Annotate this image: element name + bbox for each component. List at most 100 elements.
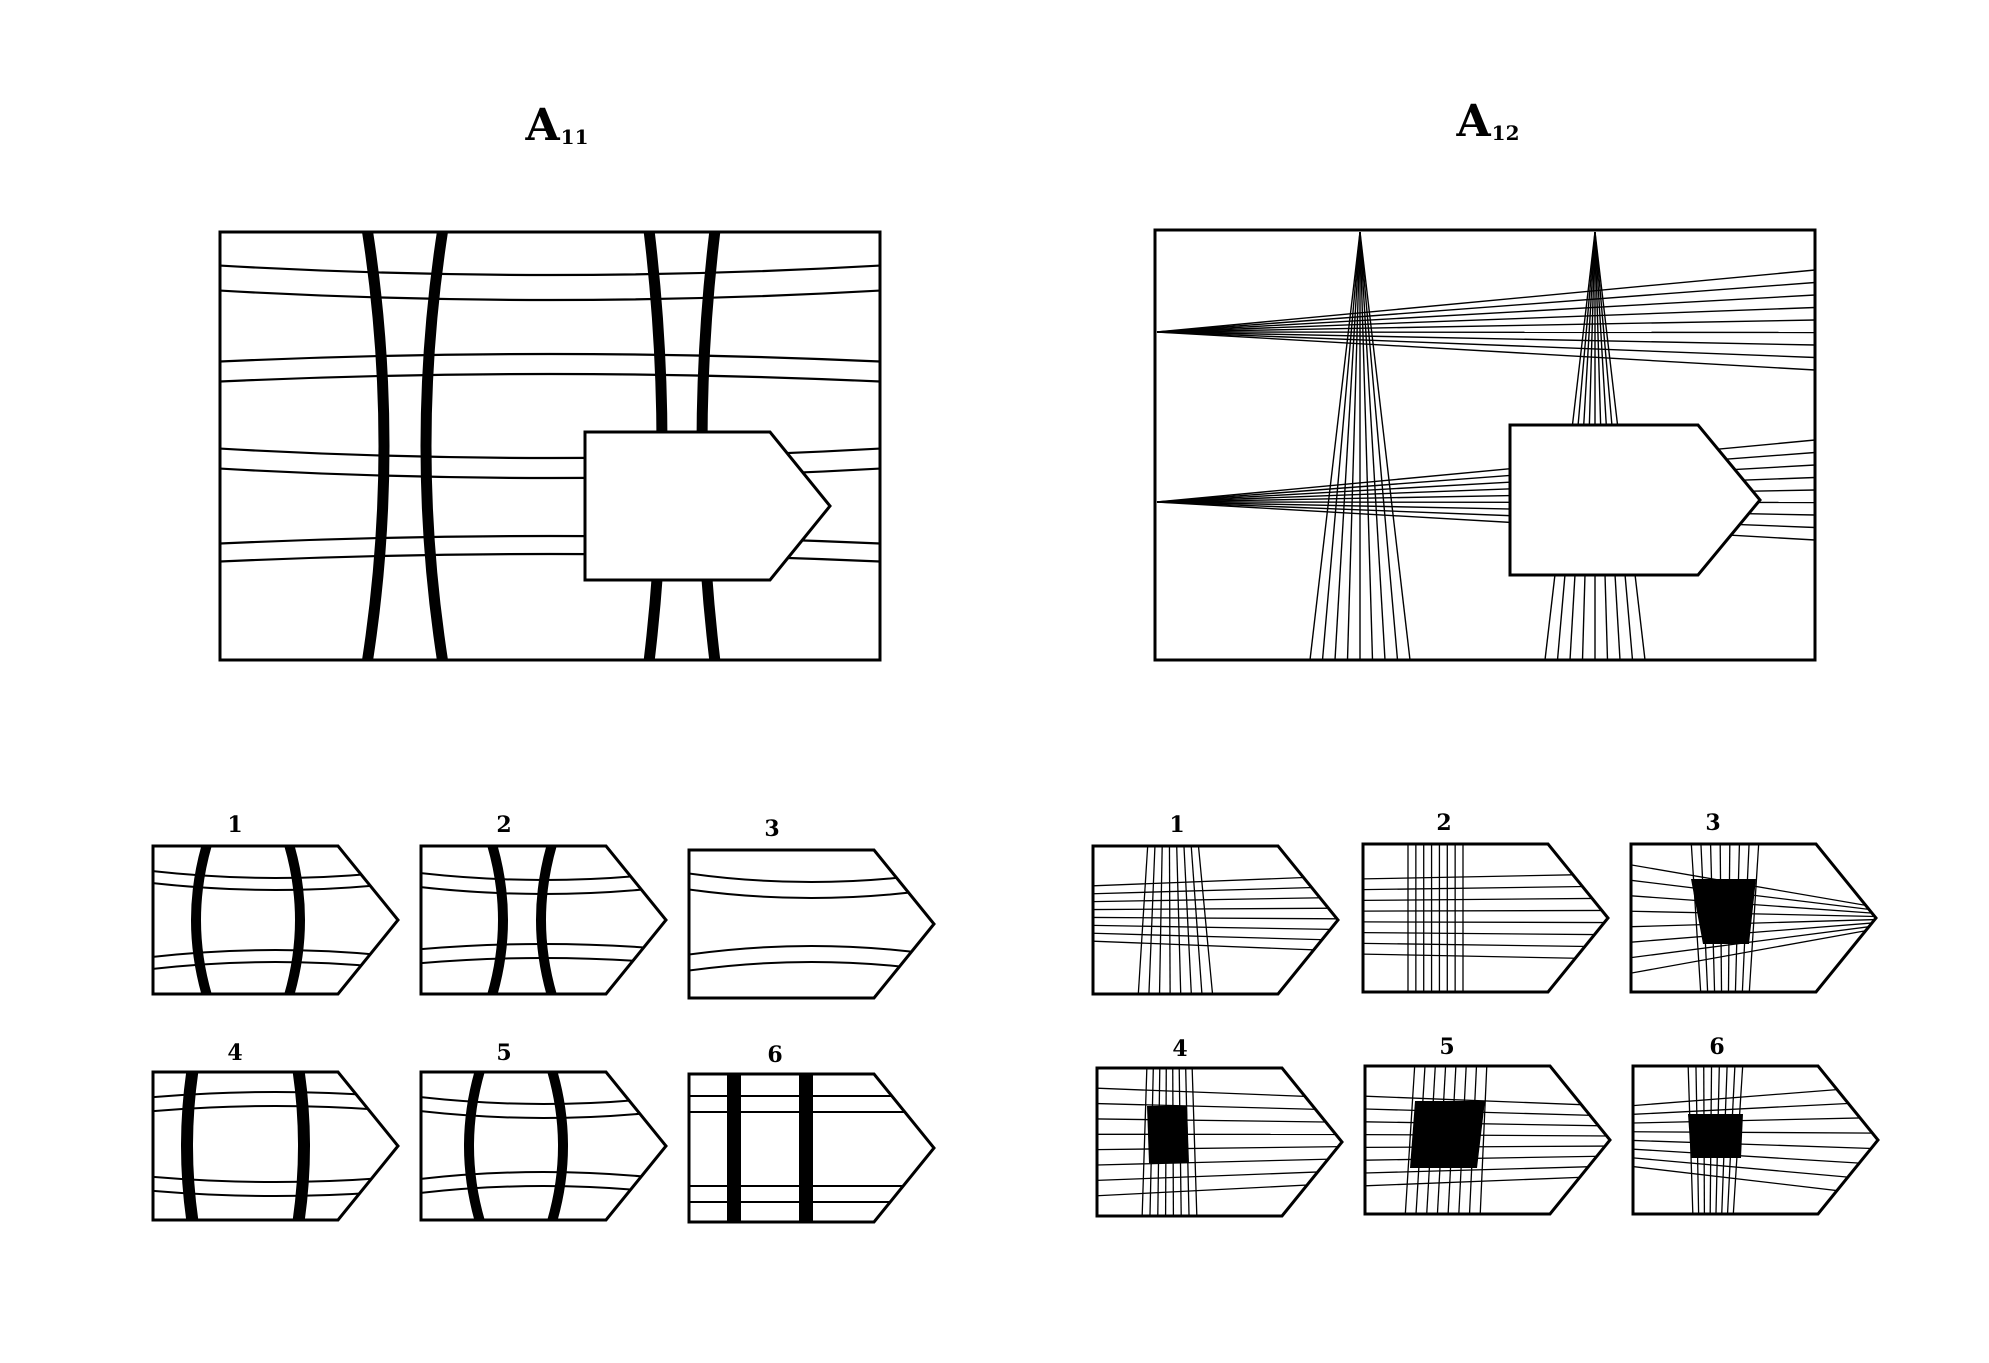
a11-option-1-label: 1 (227, 812, 243, 838)
a12-fan-ray (1359, 231, 1411, 660)
option-ray (1197, 846, 1214, 994)
option-ray (1093, 916, 1338, 920)
option-thick-band (546, 1072, 568, 1220)
option-thin-line (689, 945, 934, 957)
a12-option-6-label: 6 (1709, 1034, 1725, 1060)
a12-fan-ray (1359, 231, 1386, 660)
option-ray (1748, 844, 1760, 992)
option-thick-band (536, 846, 558, 994)
option-ray (1093, 924, 1338, 931)
a11-main-thin-line (220, 263, 880, 277)
option-ray (1097, 1118, 1342, 1123)
option-thin-line (421, 1185, 666, 1195)
a12-fan-ray (1156, 294, 1815, 333)
option-ray (1365, 1175, 1610, 1187)
a11-option-3-outline (687, 848, 936, 1000)
option-ray (1363, 931, 1608, 936)
option-ray (1363, 897, 1608, 902)
option-thin-line (153, 1189, 398, 1197)
option-thick-band (799, 1074, 813, 1222)
a11-option-2-pattern (421, 846, 666, 994)
a12-option-1-pattern (1093, 846, 1338, 994)
option-ray (1097, 1145, 1342, 1151)
a12-fan-ray (1156, 331, 1815, 346)
option-ray (1093, 932, 1338, 941)
a11-option-1-pattern (153, 846, 398, 994)
option-ray (1363, 885, 1608, 891)
a12-option-2-label: 2 (1436, 810, 1452, 836)
a11-option-4-outline (151, 1070, 400, 1222)
option-dark-block (1410, 1101, 1485, 1168)
a12-option-6-pattern (1633, 1066, 1878, 1214)
option-ray (1633, 1131, 1878, 1134)
option-ray (1365, 1155, 1610, 1161)
a12-option-1-outline (1091, 844, 1340, 996)
a12-option-3-outline (1629, 842, 1878, 994)
option-ray (1190, 846, 1203, 994)
option-thin-line (153, 1091, 398, 1099)
option-thick-band (191, 846, 213, 994)
a12-fan-ray (1321, 231, 1361, 660)
a12-fan-ray (1156, 269, 1815, 333)
a11-option-5-outline (419, 1070, 668, 1222)
option-ray (1363, 942, 1608, 948)
a11-main-thin-line (220, 352, 880, 364)
option-ray (1633, 1101, 1878, 1116)
a12-fan-ray (1309, 231, 1361, 660)
a11-option-2-label: 2 (496, 812, 512, 838)
option-ray (1365, 1108, 1610, 1117)
option-ray (1631, 927, 1876, 975)
option-ray (1093, 875, 1338, 887)
problem-a11-title: A11 (525, 100, 589, 151)
a12-option-5-outline (1363, 1064, 1612, 1216)
a11-main-frame (218, 230, 882, 662)
a12-option-5-pattern (1365, 1066, 1610, 1214)
option-thin-line (689, 871, 934, 883)
option-dark-block (1147, 1106, 1189, 1163)
option-thick-band (727, 1074, 741, 1222)
option-ray (1365, 1095, 1610, 1107)
a12-fan-ray (1156, 331, 1815, 371)
option-ray (1191, 1068, 1198, 1216)
a12-fan-ray (1156, 319, 1815, 333)
option-ray (1168, 846, 1171, 994)
option-thick-band (283, 846, 305, 994)
a11-main-thick-band (360, 232, 390, 660)
a12-missing-piece (1508, 423, 1762, 577)
a11-option-5-pattern (421, 1072, 666, 1220)
option-ray (1363, 921, 1608, 924)
a12-fan-ray (1156, 281, 1815, 333)
a11-main-thin-line (220, 288, 880, 302)
option-ray (1365, 1145, 1610, 1149)
a12-fan-ray (1156, 331, 1815, 359)
option-ray (1093, 940, 1338, 952)
a12-fan-ray (1156, 331, 1815, 334)
option-ray (1097, 1087, 1342, 1099)
a11-option-2-outline (419, 844, 668, 996)
option-ray (1097, 1158, 1342, 1166)
a12-fan-ray (1346, 231, 1361, 660)
a11-main-thick-band (420, 232, 450, 660)
option-ray (1631, 910, 1876, 918)
option-thin-line (421, 1095, 666, 1105)
option-thin-line (421, 1171, 666, 1181)
a11-option-6-outline (687, 1072, 936, 1224)
option-ray (1158, 846, 1163, 994)
option-ray (1690, 844, 1702, 992)
a11-option-3-label: 3 (764, 816, 780, 842)
option-ray (1365, 1121, 1610, 1127)
option-ray (1633, 1156, 1878, 1181)
option-thick-band (464, 1072, 486, 1220)
a12-option-4-pattern (1097, 1068, 1342, 1216)
option-ray (1363, 909, 1608, 912)
a12-option-4-outline (1095, 1066, 1344, 1218)
a11-main-pattern (220, 232, 880, 660)
a12-option-2-pattern (1363, 844, 1608, 992)
option-dark-block (1688, 1114, 1743, 1158)
a11-main-thin-line (220, 446, 880, 460)
a11-missing-piece (583, 430, 832, 582)
option-ray (1097, 1170, 1342, 1182)
a12-option-5-label: 5 (1439, 1034, 1455, 1060)
option-ray (1631, 924, 1876, 959)
